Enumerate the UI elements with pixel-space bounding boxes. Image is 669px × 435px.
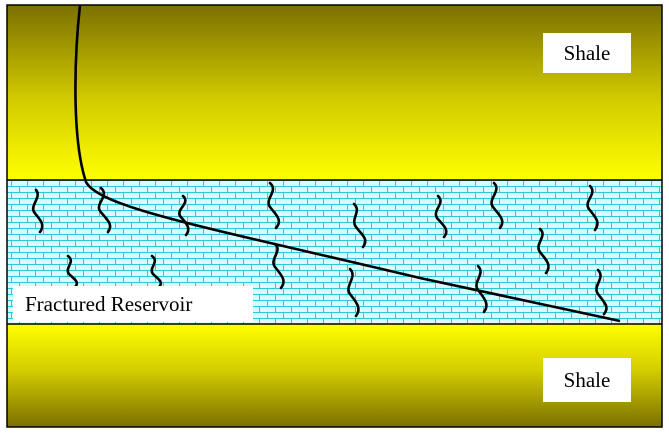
fracture-mark [267, 181, 281, 230]
fracture-mark [537, 227, 550, 275]
shale-layer-top [7, 5, 662, 180]
fracture-mark [150, 254, 163, 289]
fracture-mark [178, 194, 190, 237]
diagram-frame [6, 4, 663, 428]
fracture-mark [272, 242, 285, 290]
fracture-mark [352, 202, 367, 249]
horizontal-wellbore [74, 4, 621, 323]
fracture-mark [347, 267, 360, 318]
fracture-mark [586, 184, 599, 232]
fracture-mark [490, 181, 504, 230]
shale-bottom-label: Shale [543, 358, 631, 402]
fractured-reservoir-label: Fractured Reservoir [13, 286, 253, 322]
fracture-mark [66, 254, 79, 289]
shale-top-label: Shale [543, 33, 631, 73]
fracture-mark [31, 188, 44, 234]
fracture-mark [434, 194, 448, 239]
fracture-mark [595, 268, 608, 316]
